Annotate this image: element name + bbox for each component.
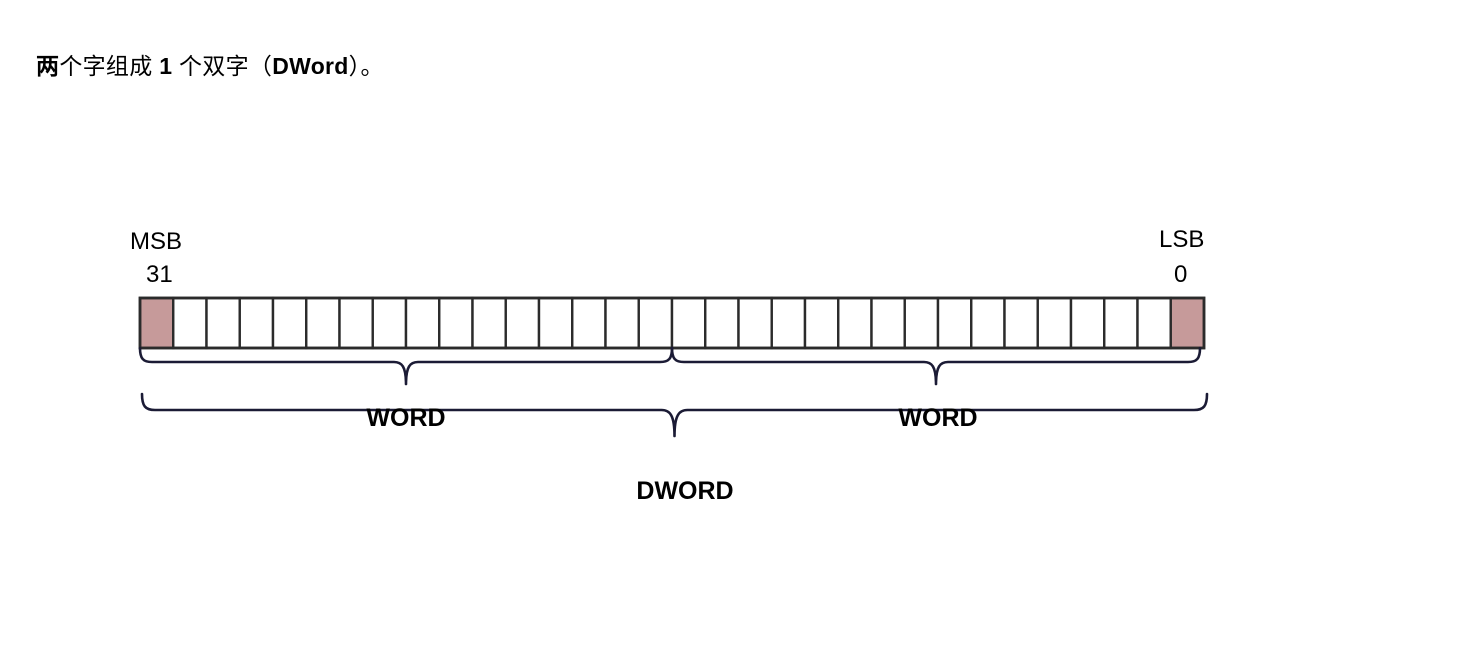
bit-cell-29: [205, 296, 241, 350]
msb-bit-index: 31: [146, 261, 173, 288]
bit-bar-outline: [138, 296, 1206, 350]
bit-cell-25: [338, 296, 374, 350]
page-caption: 两个字组成 1 个双字（DWord）。: [36, 50, 384, 83]
bit-cell-20: [504, 296, 541, 350]
bit-cell-0: [1169, 296, 1206, 350]
bit-cell-30: [172, 296, 208, 350]
caption-segment-4: DWord: [272, 53, 349, 79]
bit-cell-3: [1069, 296, 1106, 350]
bit-cell-14: [704, 296, 740, 350]
word-label-right: WORD: [898, 404, 977, 432]
bit-cell-27: [271, 296, 308, 350]
bit-cell-9: [870, 296, 906, 350]
bit-cell-19: [537, 296, 574, 350]
bit-cell-11: [803, 296, 840, 350]
word-brace-left: [138, 346, 674, 386]
bit-cell-6: [970, 296, 1006, 350]
bit-cell-23: [404, 296, 441, 350]
bit-cell-31: [138, 296, 175, 350]
bit-cell-17: [604, 296, 640, 350]
bit-cell-1: [1136, 296, 1172, 350]
bit-cell-grid: [138, 296, 1206, 350]
caption-segment-3: 个双字（: [172, 53, 273, 79]
bit-cell-4: [1036, 296, 1073, 350]
word-label-left: WORD: [366, 404, 445, 432]
dword-brace: [140, 392, 1209, 438]
bit-cell-26: [305, 296, 341, 350]
caption-segment-1: 个字组成: [59, 53, 160, 79]
caption-segment-5: ）。: [348, 53, 384, 79]
bit-cell-24: [371, 296, 408, 350]
msb-label: MSB: [130, 228, 182, 255]
bit-cell-5: [1003, 296, 1039, 350]
bit-cell-12: [770, 296, 807, 350]
caption-segment-0: 两: [36, 53, 60, 79]
word-brace-right: [670, 346, 1202, 386]
bit-cell-8: [903, 296, 940, 350]
bit-cell-28: [238, 296, 275, 350]
bit-cell-22: [438, 296, 474, 350]
bit-cell-15: [670, 296, 707, 350]
bit-cell-2: [1103, 296, 1139, 350]
caption-segment-2: 1: [159, 53, 173, 79]
bit-cell-18: [571, 296, 607, 350]
lsb-bit-index: 0: [1174, 261, 1187, 288]
bit-cell-7: [936, 296, 973, 350]
bit-cell-16: [637, 296, 674, 350]
bit-cell-10: [837, 296, 873, 350]
lsb-label: LSB: [1159, 226, 1204, 253]
dword-label: DWORD: [636, 477, 733, 505]
bit-cell-13: [737, 296, 773, 350]
bit-cell-21: [471, 296, 507, 350]
